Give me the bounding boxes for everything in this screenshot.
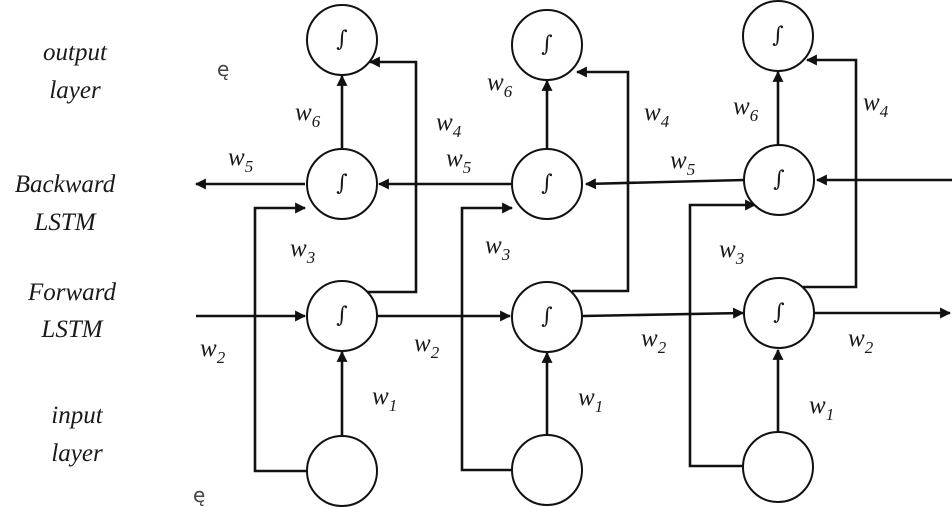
weight-label-w4: w4 <box>863 89 889 121</box>
weight-label-w2: w2 <box>200 335 226 367</box>
output-layer-label-line2: layer <box>49 77 101 104</box>
forward-to-output-arrow <box>572 66 630 293</box>
weight-label-w5: w5 <box>228 144 253 176</box>
activation-symbol: ∫ <box>336 303 348 328</box>
activation-symbol: ∫ <box>773 167 785 192</box>
forward-to-output-arrow <box>803 54 858 289</box>
forward-lstm-label-line2: LSTM <box>40 316 103 343</box>
stray-mark: ę <box>217 57 229 81</box>
forward-to-output-arrow <box>367 56 418 294</box>
weight-label-w6: w6 <box>295 99 321 131</box>
activation-symbol: ∫ <box>773 300 785 325</box>
backward-lstm-node <box>511 148 583 220</box>
input-to-backward-arrow <box>460 202 514 472</box>
activation-symbol: ∫ <box>772 23 784 48</box>
activation-symbol: ∫ <box>541 32 553 57</box>
backward-lstm-node <box>306 148 378 220</box>
weight-label-w1: w1 <box>578 384 603 416</box>
weight-label-w6: w6 <box>487 69 513 101</box>
forward-recurrent-arrow <box>582 307 745 319</box>
stray-mark: ę <box>193 483 205 507</box>
output-node <box>742 0 814 72</box>
weight-label-w5: w5 <box>670 147 695 179</box>
forward-lstm-node <box>743 277 815 349</box>
weight-label-w1: w1 <box>372 383 397 415</box>
output-node <box>306 4 378 76</box>
weight-labels: w6 w4 w5 w3 w2 w1 w6 w4 w5 w3 w2 w1 w6 w… <box>200 69 889 424</box>
activation-symbol: ∫ <box>336 27 348 52</box>
input-to-backward-arrow <box>688 199 757 468</box>
input-node <box>511 434 583 506</box>
weight-label-w2: w2 <box>414 330 440 362</box>
row-labels: output layer Backward LSTM Forward LSTM … <box>15 39 117 467</box>
activation-symbol: ∫ <box>541 171 553 196</box>
input-layer-label-line2: layer <box>51 440 103 467</box>
output-layer-label-line1: output <box>43 39 108 66</box>
backward-lstm-node <box>743 144 815 216</box>
weight-label-w6: w6 <box>733 93 759 125</box>
nodes: ∫ ∫ ∫ ∫ ∫ ∫ ∫ ∫ ∫ <box>306 0 815 507</box>
weight-label-w2: w2 <box>641 325 667 357</box>
backward-lstm-label-line1: Backward <box>15 171 116 198</box>
output-node <box>511 9 583 81</box>
weight-label-w3: w3 <box>290 235 315 267</box>
input-node <box>742 431 814 503</box>
activation-symbol: ∫ <box>541 304 553 329</box>
weight-label-w4: w4 <box>436 109 462 141</box>
forward-lstm-node <box>511 281 583 353</box>
weight-label-w1: w1 <box>809 392 834 424</box>
backward-lstm-label-line2: LSTM <box>33 209 96 236</box>
connections <box>194 54 952 473</box>
forward-lstm-label-line1: Forward <box>27 279 116 306</box>
weight-label-w3: w3 <box>485 232 510 264</box>
forward-lstm-node <box>306 280 378 352</box>
weight-label-w4: w4 <box>644 99 670 131</box>
weight-label-w5: w5 <box>446 145 471 177</box>
weight-label-w3: w3 <box>719 236 744 268</box>
input-layer-label-line1: input <box>51 402 103 429</box>
input-to-backward-arrow <box>253 202 308 473</box>
weight-label-w2: w2 <box>848 325 874 357</box>
input-node <box>306 435 378 507</box>
backward-recurrent-arrow <box>584 178 745 190</box>
activation-symbol: ∫ <box>336 171 348 196</box>
